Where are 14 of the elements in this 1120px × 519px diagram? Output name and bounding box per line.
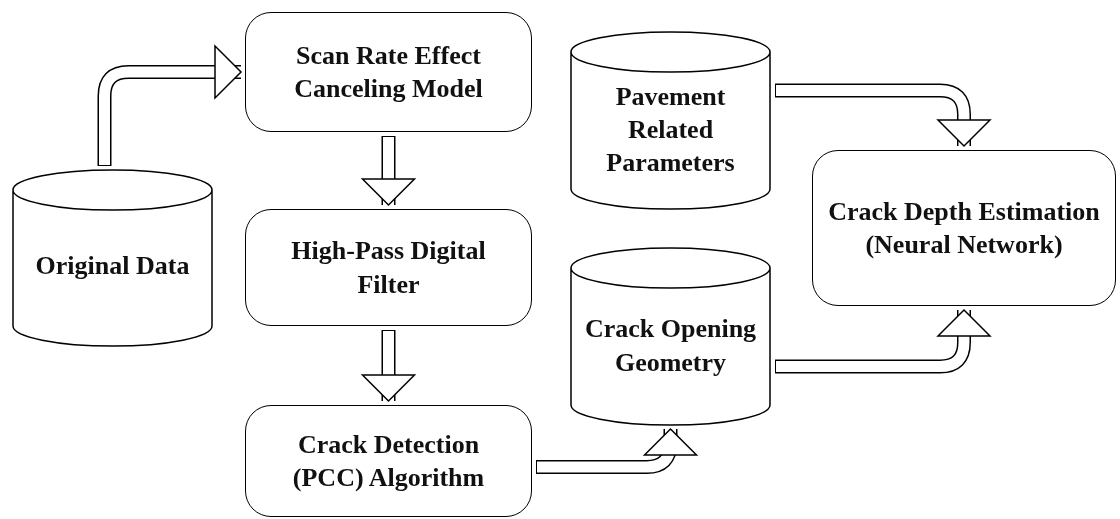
database-cylinder bbox=[570, 32, 771, 209]
process-box bbox=[812, 150, 1116, 306]
process-box bbox=[245, 209, 532, 326]
node-label: Original Data bbox=[35, 250, 190, 283]
node-label: Scan Rate Effect Canceling Model bbox=[293, 39, 484, 105]
database-cylinder bbox=[12, 170, 213, 346]
node-label: High-Pass Digital Filter bbox=[290, 235, 487, 301]
node-label: Pavement Related Parameters bbox=[605, 80, 736, 180]
node-label: Crack Depth Estimation (Neural Network) bbox=[827, 195, 1101, 261]
node-label: Crack Opening Geometry bbox=[583, 313, 758, 379]
database-cylinder bbox=[570, 248, 771, 425]
process-box bbox=[245, 12, 532, 132]
node-label: Crack Detection (PCC) Algorithm bbox=[291, 428, 486, 494]
process-box bbox=[245, 405, 532, 517]
